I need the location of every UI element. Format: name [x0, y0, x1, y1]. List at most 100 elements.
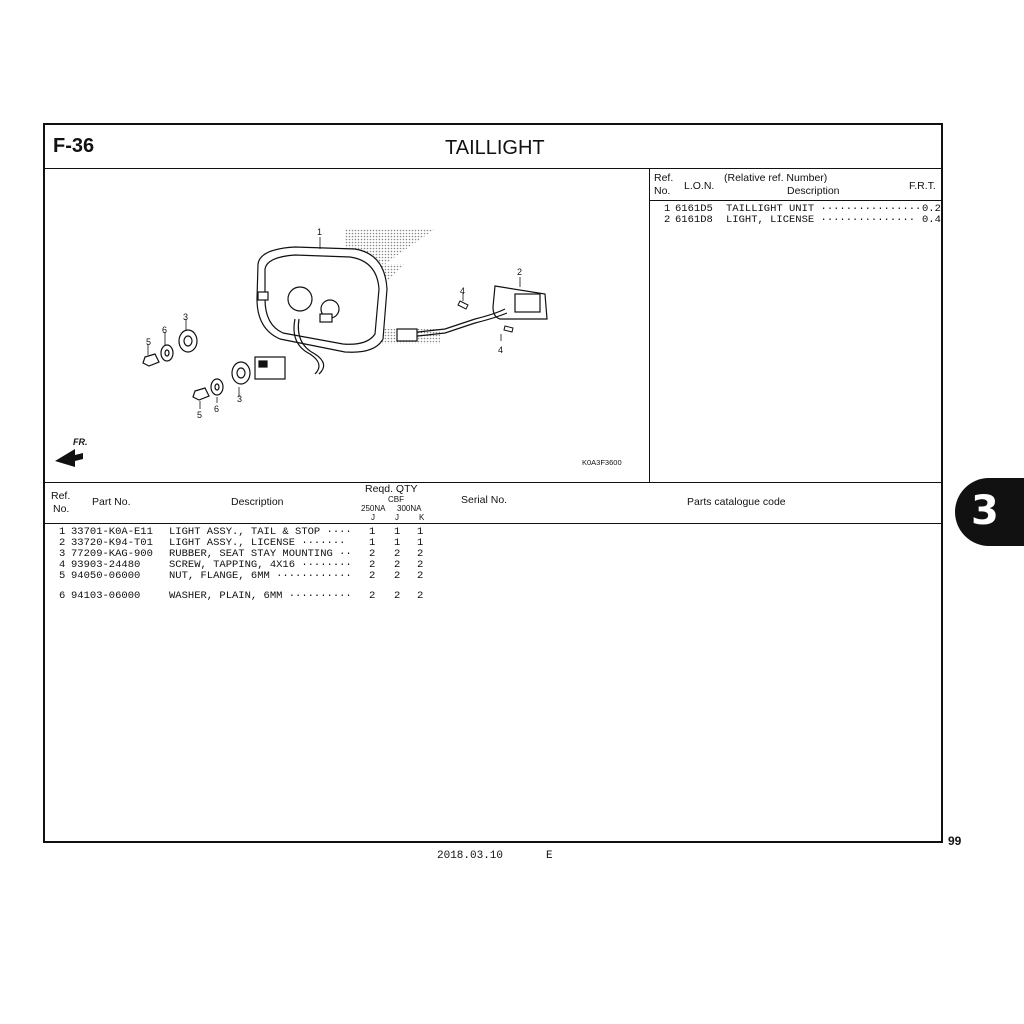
parts-table-header: Ref. No. Part No. Description Reqd. QTY …: [45, 483, 941, 523]
language-code: E: [546, 850, 553, 862]
row-part-no: 77209-KAG-900: [71, 548, 153, 560]
parts-header-divider: [45, 523, 941, 524]
description-header: Description: [231, 496, 284, 508]
row-qty-300k: 2: [417, 559, 424, 571]
callout-1: 1: [317, 227, 323, 237]
row-qty-300j: 2: [394, 570, 401, 582]
row-ref: 4: [59, 559, 66, 571]
parts-no-header: No.: [53, 503, 70, 515]
row-part-no: 94103-06000: [71, 590, 141, 602]
taillight-exploded-view: [55, 229, 548, 467]
page-number: 99: [948, 834, 962, 848]
reqd-qty-header: Reqd. QTY: [365, 483, 418, 495]
leader-lines: [147, 237, 521, 409]
table-row: 4 93903-24480 SCREW, TAPPING, 4X16 ·····…: [45, 560, 445, 571]
serial-number-header: Serial No.: [461, 494, 508, 506]
callout-6b: 6: [214, 404, 220, 414]
row-part-no: 33720-K94-T01: [71, 537, 153, 549]
lon-row-frt: 0.4: [922, 214, 941, 226]
callout-4b: 4: [498, 345, 504, 355]
section-tab-label: 3: [971, 488, 999, 534]
row-qty-300k: 2: [417, 548, 424, 560]
diagram-divider: [649, 168, 650, 482]
taillight-unit-drawing: [256, 246, 388, 353]
section-number: F-36: [53, 135, 95, 157]
lon-row-desc: TAILLIGHT UNIT ················: [726, 203, 922, 215]
lon-row-ref: 2: [664, 214, 671, 226]
lon-desc-header: Description: [787, 185, 840, 197]
row-ref: 2: [59, 537, 66, 549]
model-250-header: 250NA: [361, 504, 386, 513]
row-qty-300j: 1: [394, 537, 401, 549]
color-code-1: J: [371, 513, 375, 522]
diagram-code: K0A3F3600: [582, 458, 622, 467]
catalogue-code-header: Parts catalogue code: [687, 496, 786, 508]
lon-rel-header: (Relative ref. Number): [724, 172, 828, 184]
row-qty-300j: 2: [394, 559, 401, 571]
row-qty-250: 1: [369, 537, 376, 549]
row-qty-300j: 2: [394, 548, 401, 560]
row-qty-300j: 2: [394, 590, 401, 602]
row-qty-250: 2: [369, 559, 376, 571]
page-title: TAILLIGHT: [445, 137, 545, 159]
row-part-no: 94050-06000: [71, 570, 141, 582]
table-row: 1 33701-K0A-E11 LIGHT ASSY., TAIL & STOP…: [45, 527, 445, 538]
callout-4a: 4: [460, 286, 466, 296]
part-number-header: Part No.: [92, 496, 131, 508]
row-qty-250: 2: [369, 548, 376, 560]
row-ref: 1: [59, 526, 66, 538]
diagram-bottom-divider: [45, 482, 941, 483]
row-qty-250: 2: [369, 570, 376, 582]
row-qty-300k: 2: [417, 570, 424, 582]
color-code-2: J: [395, 513, 399, 522]
row-qty-250: 1: [369, 526, 376, 538]
lon-ref-header: Ref.: [654, 172, 674, 184]
row-description: RUBBER, SEAT STAY MOUNTING ··: [169, 548, 352, 560]
callout-3a: 3: [183, 312, 189, 322]
license-light-drawing: [396, 285, 548, 342]
lon-row-frt: 0.2: [922, 203, 941, 215]
lon-row-ref: 1: [664, 203, 671, 215]
parts-diagram: 1 2 3 3 4 4 5 5 6 6 FR. K0A3F3600: [45, 169, 648, 482]
table-row: 2 33720-K94-T01 LIGHT ASSY., LICENSE ···…: [45, 538, 445, 549]
lon-header-divider: [650, 200, 941, 201]
row-part-no: 93903-24480: [71, 559, 141, 571]
row-description: NUT, FLANGE, 6MM ············: [169, 570, 352, 582]
row-part-no: 33701-K0A-E11: [71, 526, 153, 538]
row-description: LIGHT ASSY., LICENSE ·······: [169, 537, 346, 549]
row-ref: 6: [59, 590, 66, 602]
model-cbf-header: CBF: [388, 495, 404, 504]
fr-label: FR.: [73, 437, 88, 447]
wiring-harness: [254, 318, 325, 380]
color-code-3: K: [419, 513, 425, 522]
callout-2: 2: [517, 267, 523, 277]
screw-drawings: [457, 300, 514, 333]
row-qty-300k: 1: [417, 526, 424, 538]
row-qty-300j: 1: [394, 526, 401, 538]
row-description: LIGHT ASSY., TAIL & STOP ····: [169, 526, 352, 538]
hardware-drawings: [142, 329, 251, 401]
model-300-header: 300NA: [397, 504, 422, 513]
table-row: 5 94050-06000 NUT, FLANGE, 6MM ·········…: [45, 571, 445, 582]
lon-frt-header: F.R.T.: [909, 180, 936, 192]
row-ref: 3: [59, 548, 66, 560]
parts-ref-header: Ref.: [51, 490, 71, 502]
row-qty-300k: 2: [417, 590, 424, 602]
lon-code-header: L.O.N.: [684, 180, 715, 192]
callout-5a: 5: [146, 337, 152, 347]
page-frame: F-36 TAILLIGHT: [43, 123, 943, 843]
callout-3b: 3: [237, 394, 243, 404]
print-date: 2018.03.10: [437, 850, 504, 862]
callout-5b: 5: [197, 410, 203, 420]
table-row: 3 77209-KAG-900 RUBBER, SEAT STAY MOUNTI…: [45, 549, 445, 560]
lon-no-header: No.: [654, 185, 671, 197]
row-ref: 5: [59, 570, 66, 582]
section-tab: 3: [955, 478, 1024, 546]
row-description: SCREW, TAPPING, 4X16 ········: [169, 559, 352, 571]
row-qty-250: 2: [369, 590, 376, 602]
row-qty-300k: 1: [417, 537, 424, 549]
labor-operation-table: Ref. No. L.O.N. (Relative ref. Number) D…: [650, 169, 941, 482]
front-direction-arrow: [55, 449, 83, 467]
lon-row-code: 6161D8: [675, 214, 713, 226]
table-row: 6 94103-06000 WASHER, PLAIN, 6MM ·······…: [45, 591, 445, 602]
